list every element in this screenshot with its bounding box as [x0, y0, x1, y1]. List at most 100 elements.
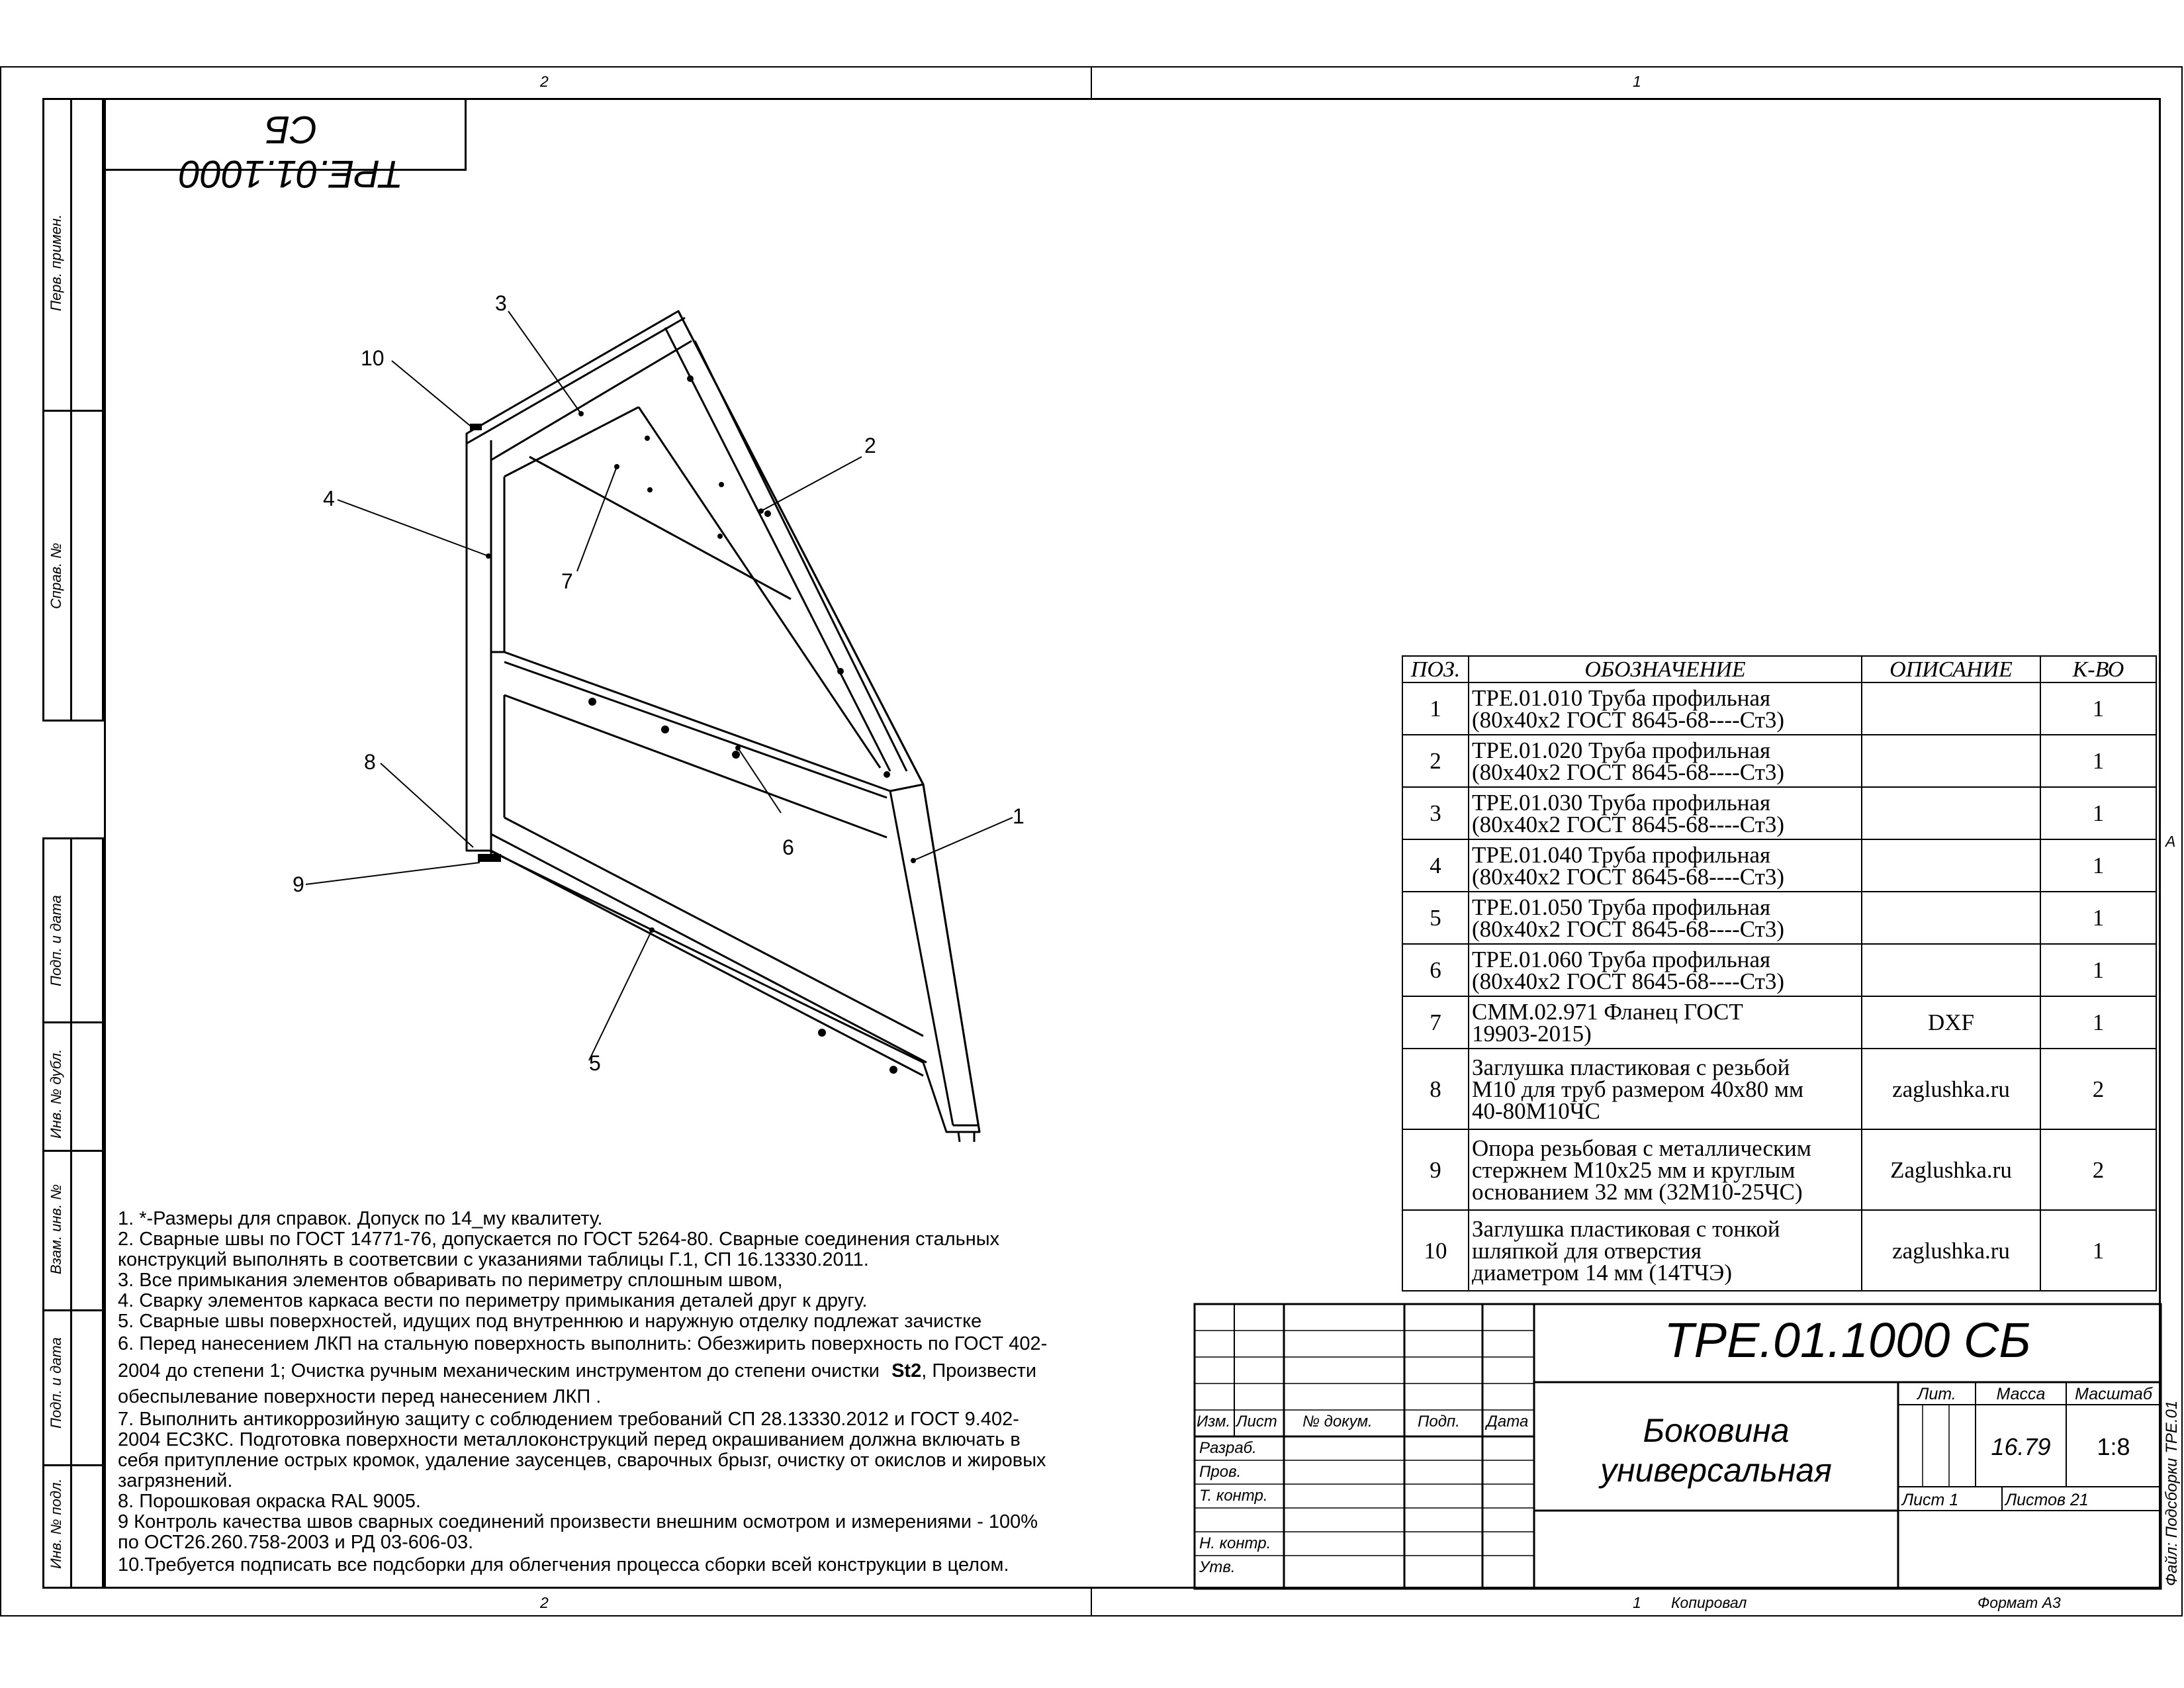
bom-qty: 1: [2040, 682, 2157, 735]
left-strip-lower-inner: [70, 837, 72, 1589]
bom-row: 6 ТРЕ.01.060 Труба профильная(80х40х2 ГО…: [1402, 943, 2157, 997]
note-text: , Произвести: [921, 1360, 1037, 1382]
bom-designation-line: (80х40х2 ГОСТ 8645-68----Ст3): [1472, 915, 1785, 942]
left-strip-div-1: [42, 1021, 104, 1023]
bom-designation-line: М10 для труб размером 40х80 мм: [1472, 1076, 1804, 1102]
bom-pos: 9: [1402, 1129, 1469, 1211]
label-podp: Подп.: [1418, 1413, 1460, 1430]
bom-designation-line: (80х40х2 ГОСТ 8645-68----Ст3): [1472, 706, 1785, 733]
bom-designation: ТРЕ.01.040 Труба профильная(80х40х2 ГОСТ…: [1468, 839, 1862, 892]
left-strip-div-2: [42, 1150, 104, 1152]
bom-description: [1861, 943, 2041, 997]
sheet-number: Лист 1: [1902, 1491, 1959, 1509]
callout-5: 5: [589, 1051, 601, 1075]
left-strip-lower: [42, 837, 104, 1589]
callout-1: 1: [1013, 804, 1024, 828]
zone-label-bottom-left: 2: [540, 1594, 549, 1611]
note-text-bold: St2: [891, 1360, 922, 1382]
bom-header-designation: ОБОЗНАЧЕНИЕ: [1468, 655, 1862, 683]
bom-designation-line: диаметром 14 мм (14ТЧЭ): [1472, 1259, 1733, 1286]
footer-number: 1: [1633, 1594, 1641, 1611]
mass-value: 16.79: [1991, 1433, 2051, 1460]
note-line: обеспылевание поверхности перед нанесени…: [118, 1386, 602, 1407]
bom-designation-line: ТРЕ.01.030 Труба профильная: [1472, 789, 1771, 816]
callout-8: 8: [364, 750, 376, 774]
bom-designation-line: Заглушка пластиковая с резьбой: [1472, 1054, 1790, 1080]
zone-label-side: A: [2165, 833, 2176, 850]
bom-designation: ТРЕ.01.060 Труба профильная(80х40х2 ГОСТ…: [1468, 943, 1862, 997]
label-masshtab: Масштаб: [2075, 1385, 2152, 1403]
label-massa: Масса: [1996, 1385, 2046, 1403]
bom-designation-line: основанием 32 мм (32М10-25ЧС): [1472, 1178, 1803, 1205]
bom-designation-line: ТРЕ.01.010 Труба профильная: [1472, 684, 1771, 711]
callout-7: 7: [561, 569, 573, 593]
left-strip-upper-inner: [70, 98, 72, 722]
callout-9: 9: [293, 872, 304, 896]
label-nkontr: Н. контр.: [1199, 1534, 1271, 1552]
footer-format: Формат А3: [1978, 1594, 2061, 1611]
bom-row: 3 ТРЕ.01.030 Труба профильная(80х40х2 ГО…: [1402, 786, 2157, 840]
zone-divider-bottom: [1091, 1589, 1092, 1617]
bom-designation-line: (80х40х2 ГОСТ 8645-68----Ст3): [1472, 968, 1785, 994]
note-line: 5. Сварные швы поверхностей, идущих под …: [118, 1311, 982, 1332]
bom-description: [1861, 682, 2041, 735]
callout-4: 4: [323, 487, 335, 510]
bom-qty: 2: [2040, 1129, 2157, 1211]
bom-row: 4 ТРЕ.01.040 Труба профильная(80х40х2 ГО…: [1402, 839, 2157, 892]
note-line: 10.Требуется подписать все подсборки для…: [118, 1554, 1009, 1575]
bom-description: DXF: [1861, 996, 2041, 1049]
bom-row: 1 ТРЕ.01.010 Труба профильная(80х40х2 ГО…: [1402, 682, 2157, 735]
note-line: 3. Все примыкания элементов обваривать п…: [118, 1270, 783, 1291]
bom-designation: ТРЕ.01.030 Труба профильная(80х40х2 ГОСТ…: [1468, 786, 1862, 840]
bom-designation-line: ТРЕ.01.060 Труба профильная: [1472, 946, 1771, 972]
bom-qty: 2: [2040, 1048, 2157, 1130]
title-name-line2: универсальная: [1600, 1452, 1832, 1489]
side-file-label: Файл: Подсборки ТРЕ.01: [2163, 1400, 2181, 1586]
bom-header-pos: ПОЗ.: [1402, 655, 1469, 683]
bom-pos: 8: [1402, 1048, 1469, 1130]
bom-designation: ТРЕ.01.020 Труба профильная(80х40х2 ГОСТ…: [1468, 734, 1862, 788]
bom-description: zaglushka.ru: [1861, 1209, 2041, 1291]
label-tkontr: Т. контр.: [1199, 1487, 1268, 1505]
bom-pos: 2: [1402, 734, 1469, 788]
label-list: Лист: [1236, 1413, 1277, 1430]
zone-label-top-left: 2: [540, 73, 549, 90]
bom-designation: ТРЕ.01.010 Труба профильная(80х40х2 ГОСТ…: [1468, 682, 1862, 735]
left-strip-upper-divider: [42, 410, 104, 412]
bom-pos: 5: [1402, 891, 1469, 945]
note-line: 2004 до степени 1; Очистка ручным механи…: [118, 1361, 1036, 1382]
rotated-stamp-box: [104, 98, 467, 171]
note-line: себя притупление острых кромок, удаление…: [118, 1450, 1046, 1471]
scale-value: 1:8: [2097, 1433, 2130, 1460]
label-razrab: Разраб.: [1199, 1439, 1257, 1457]
bom-qty: 1: [2040, 1209, 2157, 1291]
bill-of-materials: ПОЗ. ОБОЗНАЧЕНИЕ ОПИСАНИЕ К-ВО 1 ТРЕ.01.…: [1402, 655, 2157, 1291]
bom-description: [1861, 891, 2041, 945]
bom-pos: 4: [1402, 839, 1469, 892]
bom-designation-line: стержнем М10х25 мм и круглым: [1472, 1156, 1796, 1183]
bom-header-description: ОПИСАНИЕ: [1861, 655, 2041, 683]
label-lit: Лит.: [1917, 1385, 1956, 1403]
bom-designation-line: СММ.02.971 Фланец ГОСТ: [1472, 998, 1743, 1025]
bom-pos: 3: [1402, 786, 1469, 840]
callout-10: 10: [361, 346, 385, 370]
bom-row: 5 ТРЕ.01.050 Труба профильная(80х40х2 ГО…: [1402, 891, 2157, 945]
callout-3: 3: [495, 291, 507, 315]
bom-designation-line: ТРЕ.01.050 Труба профильная: [1472, 894, 1771, 920]
bom-designation-line: шляпкой для отверстия: [1472, 1237, 1702, 1264]
note-line: по ОСТ26.260.758-2003 и РД 03-606-03.: [118, 1532, 474, 1553]
bom-qty: 1: [2040, 943, 2157, 997]
bom-designation-line: Опора резьбовая с металлическим: [1472, 1135, 1811, 1161]
note-line: 6. Перед нанесением ЛКП на стальную пове…: [118, 1333, 1048, 1354]
bom-designation-line: (80х40х2 ГОСТ 8645-68----Ст3): [1472, 811, 1785, 837]
title-code: ТРЕ.01.1000 СБ: [1664, 1313, 2031, 1368]
bom-designation-line: 19903-2015): [1472, 1020, 1592, 1047]
title-name-line1: Боковина: [1643, 1412, 1790, 1449]
footer-kopiroval: Копировал: [1671, 1594, 1747, 1611]
